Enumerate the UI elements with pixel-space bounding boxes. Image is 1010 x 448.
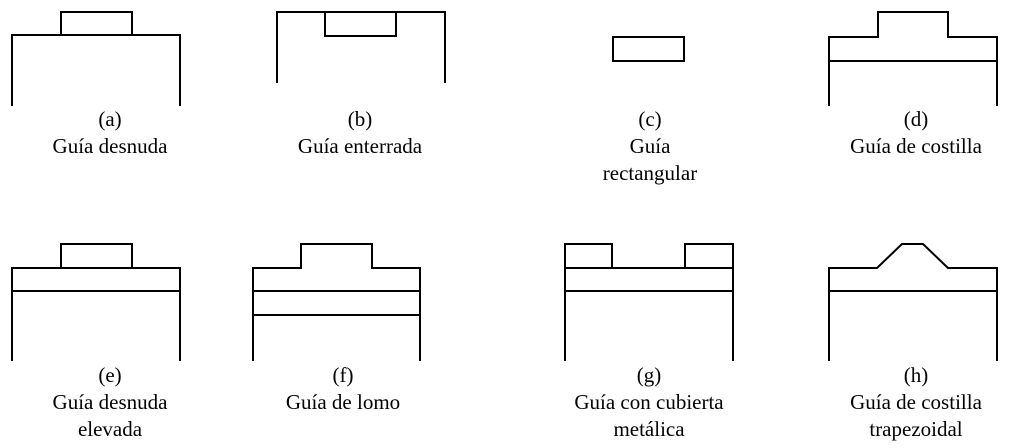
- caption-h: (h) Guía de costilla trapezoidal: [806, 362, 1010, 443]
- caption-text: Guía de costilla: [850, 134, 982, 158]
- caption-letter: (c): [638, 107, 662, 131]
- caption-letter: (d): [903, 107, 929, 131]
- caption-letter: (f): [332, 363, 354, 387]
- caption-e: (e) Guía desnuda elevada: [0, 362, 220, 443]
- caption-text: Guía desnuda: [52, 134, 168, 158]
- caption-text-line-1: Guía: [629, 134, 671, 158]
- caption-text-line-2: trapezoidal: [869, 417, 963, 441]
- caption-a: (a) Guía desnuda: [0, 106, 220, 160]
- drawing-f-ridge-guide: [252, 243, 421, 361]
- guide-core: [60, 243, 133, 269]
- drawing-h-trapezoidal-rib-guide: [828, 243, 998, 361]
- caption-text-line-2: rectangular: [602, 161, 698, 185]
- caption-text-line-1: Guía con cubierta: [574, 390, 724, 414]
- metal-pad-right: [684, 243, 734, 269]
- caption-letter: (g): [636, 363, 662, 387]
- drawing-e-raised-bare-guide: [11, 243, 181, 361]
- caption-text-line-2: metálica: [613, 417, 685, 441]
- caption-letter: (e): [98, 363, 122, 387]
- caption-d: (d) Guía de costilla: [806, 106, 1010, 160]
- caption-letter: (b): [347, 107, 373, 131]
- guide-core: [324, 11, 397, 37]
- substrate-outline: [276, 11, 446, 83]
- caption-text: Guía de lomo: [285, 390, 401, 414]
- caption-text-line-1: Guía desnuda: [52, 390, 168, 414]
- substrate-outline: [252, 243, 421, 361]
- substrate-outline: [11, 34, 181, 106]
- caption-text-line-1: Guía de costilla: [850, 390, 982, 414]
- guide-core: [60, 11, 133, 36]
- caption-c: (c) Guía rectangular: [540, 106, 760, 187]
- substrate-outline: [828, 11, 998, 106]
- caption-f: (f) Guía de lomo: [233, 362, 453, 416]
- drawing-g-metal-clad-guide: [564, 243, 734, 361]
- drawing-b-buried-guide: [276, 11, 446, 83]
- caption-letter: (a): [98, 107, 122, 131]
- substrate-outline: [11, 267, 181, 361]
- substrate-outline: [564, 267, 734, 361]
- metal-pad-left: [564, 243, 613, 269]
- caption-letter: (h): [903, 363, 929, 387]
- caption-g: (g) Guía con cubierta metálica: [539, 362, 759, 443]
- caption-text: Guía enterrada: [297, 134, 423, 158]
- drawing-a-bare-guide: [11, 11, 181, 106]
- drawing-d-rib-guide: [828, 11, 998, 106]
- caption-b: (b) Guía enterrada: [250, 106, 470, 160]
- guide-core: [612, 36, 685, 62]
- drawing-c-rectangular-guide: [612, 36, 685, 62]
- substrate-outline: [828, 243, 998, 361]
- caption-text-line-2: elevada: [77, 417, 143, 441]
